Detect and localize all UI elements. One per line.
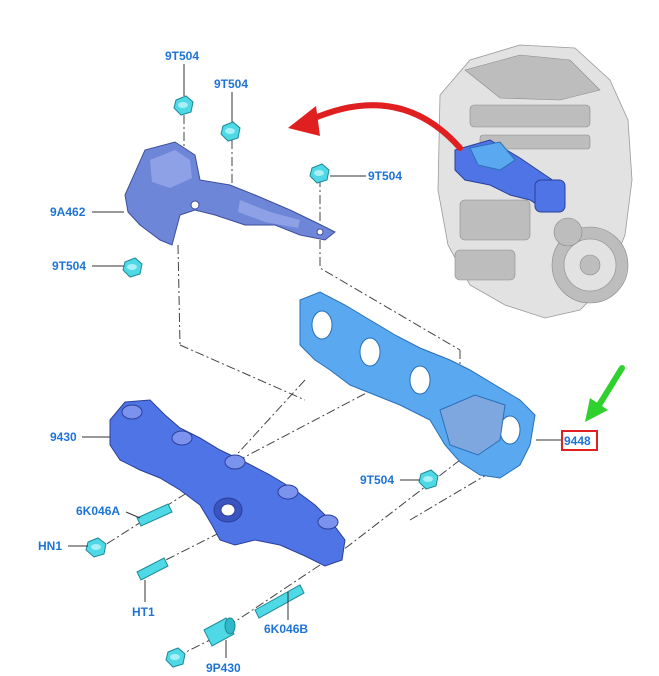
green-pointer-arrow-icon xyxy=(585,365,625,422)
callout-9430[interactable]: 9430 xyxy=(50,430,77,444)
gasket-part[interactable] xyxy=(299,291,536,479)
red-direction-arrow-icon xyxy=(288,102,463,151)
callout-9t504-manifold[interactable]: 9T504 xyxy=(360,473,394,487)
hex-nut-icon[interactable] xyxy=(418,469,439,490)
spacer-sleeve-icon[interactable] xyxy=(203,617,236,647)
callout-9p430[interactable]: 9P430 xyxy=(206,661,241,675)
callout-9t504-right[interactable]: 9T504 xyxy=(368,169,402,183)
leader-lines xyxy=(68,64,562,658)
hex-nut-icon[interactable] xyxy=(85,537,107,558)
heat-shield-part[interactable] xyxy=(124,141,336,246)
callout-9t504-top[interactable]: 9T504 xyxy=(214,77,248,91)
stud-bolt-icon[interactable] xyxy=(136,557,169,581)
callout-6k046a[interactable]: 6K046A xyxy=(76,504,120,518)
hex-nut-icon[interactable] xyxy=(165,647,186,668)
callout-9448[interactable]: 9448 xyxy=(564,434,591,448)
callout-9t504-top-left[interactable]: 9T504 xyxy=(165,49,199,63)
callout-6k046b[interactable]: 6K046B xyxy=(264,622,308,636)
stud-bolt-icon[interactable] xyxy=(254,584,305,619)
callout-hn1[interactable]: HN1 xyxy=(38,539,62,553)
engine-illustration xyxy=(437,44,633,319)
callout-ht1[interactable]: HT1 xyxy=(132,605,155,619)
exhaust-manifold-part[interactable] xyxy=(109,399,346,567)
hex-nut-icon[interactable] xyxy=(309,163,330,184)
hex-nut-icon[interactable] xyxy=(173,95,194,116)
stud-bolt-icon[interactable] xyxy=(136,503,173,527)
callout-9a462[interactable]: 9A462 xyxy=(50,205,86,219)
highlight-box xyxy=(561,430,598,451)
hex-nut-icon[interactable] xyxy=(122,257,143,278)
callout-9t504-left[interactable]: 9T504 xyxy=(52,259,86,273)
hex-nut-icon[interactable] xyxy=(220,121,241,142)
